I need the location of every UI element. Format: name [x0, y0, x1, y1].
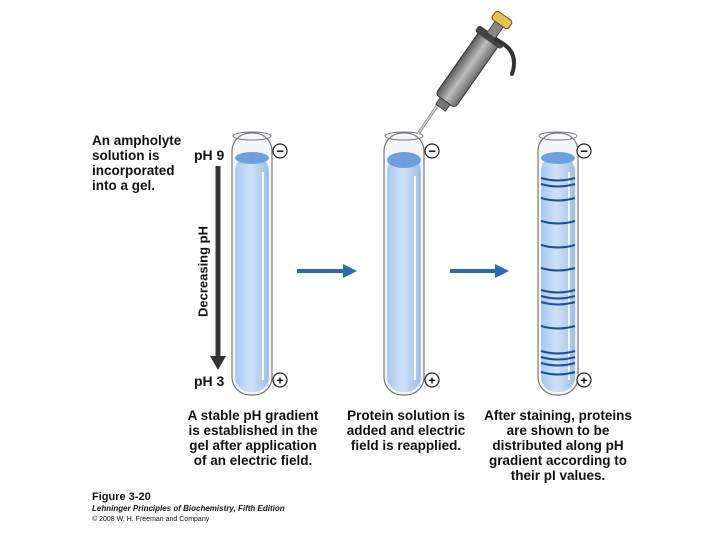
gel-tube-1 — [231, 131, 273, 396]
protein-band — [540, 267, 576, 272]
process-arrow-2 — [450, 264, 509, 278]
copyright: © 2008 W. H. Freeman and Company — [92, 516, 210, 523]
electrode-plus-2: + — [424, 372, 440, 388]
electrode-plus-1: + — [272, 372, 288, 388]
protein-band — [540, 289, 576, 294]
protein-band — [540, 371, 576, 376]
protein-band — [540, 350, 576, 355]
book-title: Lehninger Principles of Biochemistry, Fi… — [92, 504, 285, 513]
protein-band — [540, 220, 576, 225]
electrode-minus-3: − — [576, 143, 592, 159]
svg-text:−: − — [276, 144, 284, 159]
svg-text:−: − — [428, 144, 436, 159]
protein-band — [540, 295, 576, 300]
protein-band — [540, 356, 576, 361]
svg-text:+: + — [580, 374, 587, 388]
ph-top-label: pH 9 — [194, 147, 225, 163]
caption-step-3: After staining, proteins are shown to be… — [484, 408, 632, 483]
protein-band — [540, 362, 576, 367]
svg-text:+: + — [276, 374, 283, 388]
axis-label: Decreasing pH — [195, 225, 211, 318]
electrode-minus-2: − — [424, 143, 440, 159]
intro-label: An ampholyte solution is incorporated in… — [92, 133, 182, 193]
protein-band — [540, 177, 576, 182]
gel-tube-2 — [383, 131, 425, 396]
figure-number: Figure 3-20 — [92, 491, 151, 503]
svg-text:+: + — [428, 374, 435, 388]
decreasing-ph-arrow — [210, 166, 226, 370]
ph-bottom-label: pH 3 — [194, 373, 225, 389]
protein-band — [540, 244, 576, 249]
gel-tube-3 — [537, 131, 579, 396]
process-arrow-1 — [297, 264, 357, 278]
caption-step-2: Protein solution is added and electric f… — [346, 408, 466, 453]
protein-bands — [540, 177, 576, 376]
electrode-plus-3: + — [576, 372, 592, 388]
protein-band — [540, 183, 576, 188]
protein-band — [540, 301, 576, 306]
svg-text:−: − — [580, 144, 588, 159]
protein-band — [540, 325, 576, 330]
protein-band — [540, 197, 576, 202]
caption-step-1: A stable pH gradient is established in t… — [187, 408, 319, 468]
pipette-icon — [416, 10, 516, 135]
electrode-minus-1: − — [272, 143, 288, 159]
